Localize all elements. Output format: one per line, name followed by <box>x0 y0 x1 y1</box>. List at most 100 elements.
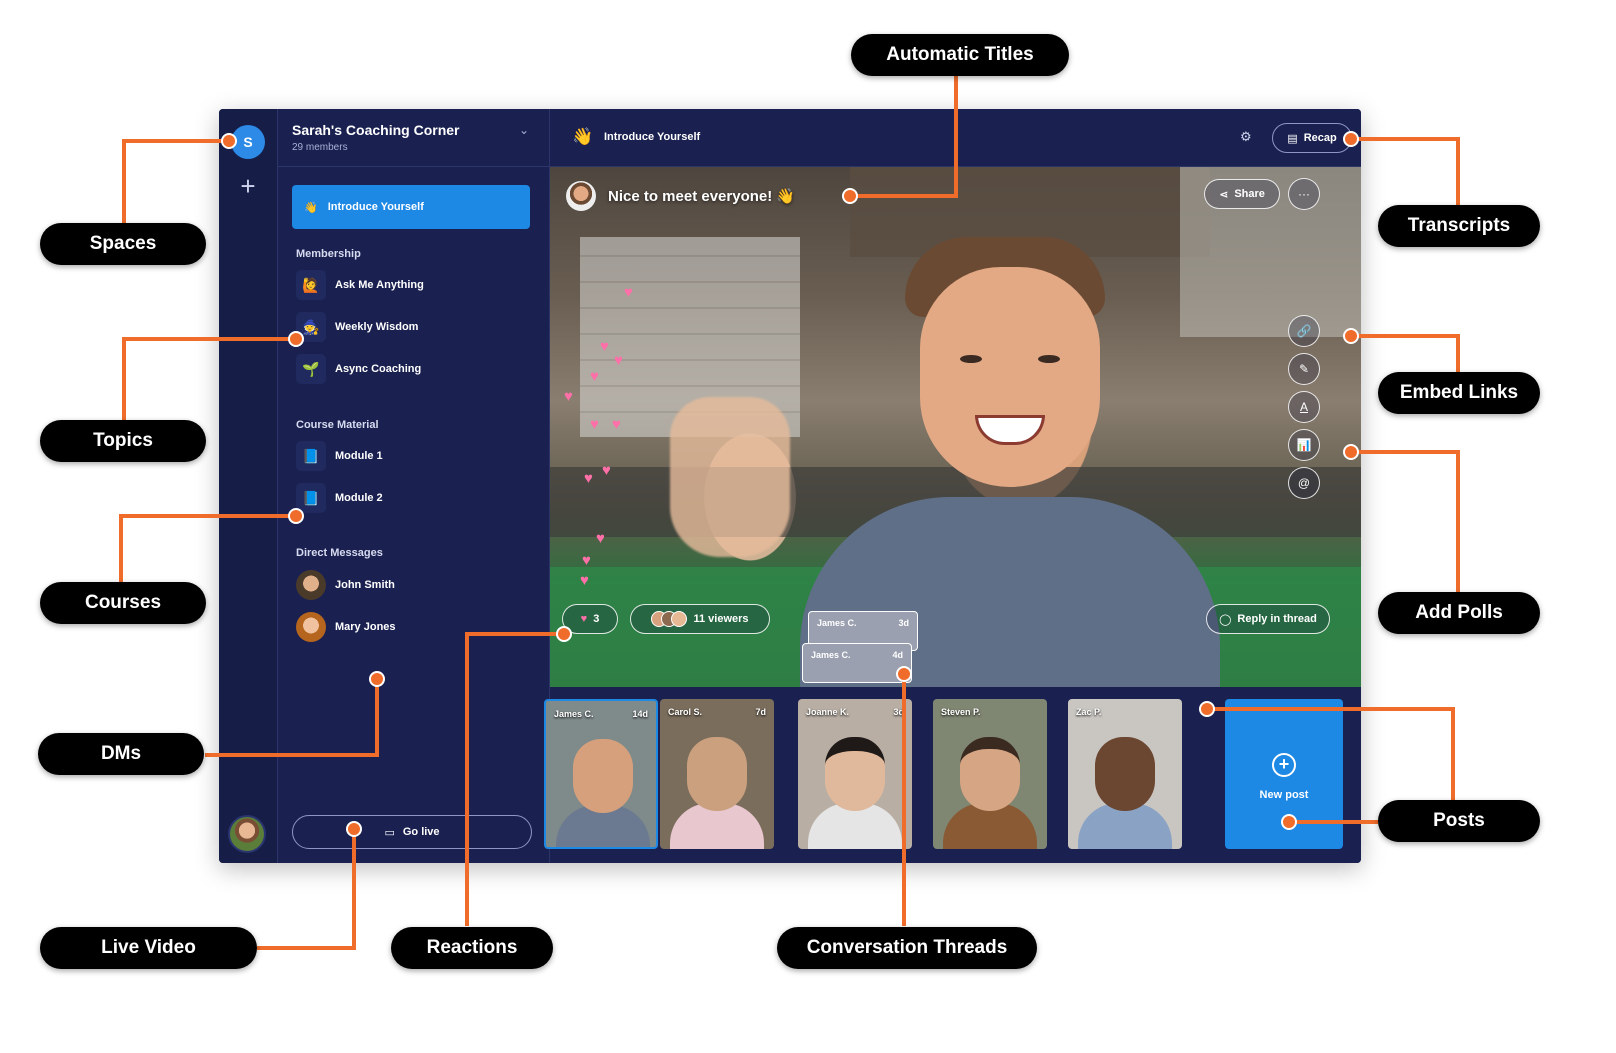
gear-icon[interactable]: ⚙ <box>1240 129 1252 144</box>
video-camera-icon: ▭ <box>384 826 395 839</box>
at-icon: @ <box>1297 476 1311 490</box>
mention-button[interactable]: @ <box>1288 467 1320 499</box>
text-icon: A <box>1299 400 1308 414</box>
highlighter-icon: ✎ <box>1298 362 1310 376</box>
thread-author: James C. <box>817 618 857 628</box>
connector-titles <box>850 76 958 198</box>
person-icon: 🙋 <box>296 270 326 300</box>
connector-live-video <box>257 829 356 950</box>
chevron-down-icon[interactable]: ⌄ <box>518 123 529 137</box>
thread-age: 3d <box>898 618 909 628</box>
callout-add-polls: Add Polls <box>1378 592 1540 634</box>
connector-embed <box>1351 334 1460 372</box>
callout-conversation-threads: Conversation Threads <box>777 927 1037 969</box>
go-live-button[interactable]: ▭ Go live <box>292 815 532 849</box>
topic-introduce-yourself[interactable]: 👋 Introduce Yourself <box>292 185 530 229</box>
avatar <box>671 611 688 627</box>
callout-topics: Topics <box>40 420 206 462</box>
more-button[interactable]: ··· <box>1288 178 1320 210</box>
dm-john-smith[interactable]: John Smith <box>296 568 536 602</box>
callout-spaces: Spaces <box>40 223 206 265</box>
speaker-face <box>920 267 1100 487</box>
avatar <box>566 181 596 211</box>
speech-bubble-icon: ◯ <box>1219 613 1232 626</box>
topic-ask-me-anything[interactable]: 🙋 Ask Me Anything <box>296 268 536 302</box>
connector-courses <box>119 514 296 582</box>
viewer-count: 11 viewers <box>693 613 749 625</box>
course-module-1[interactable]: 📘 Module 1 <box>296 439 536 473</box>
callout-dms: DMs <box>38 733 204 775</box>
eye <box>1038 355 1060 363</box>
callout-automatic-titles: Automatic Titles <box>851 34 1069 76</box>
course-label: Module 1 <box>335 450 383 462</box>
post-thumbnail[interactable]: James C. 14d <box>544 699 658 849</box>
heart-icon: ♥ <box>614 352 623 369</box>
topic-weekly-wisdom[interactable]: 🧙 Weekly Wisdom <box>296 310 536 344</box>
post-thumbnail[interactable]: Steven P. <box>933 699 1047 849</box>
caption-text: Nice to meet everyone! 👋 <box>608 188 796 205</box>
connector-transcripts <box>1351 137 1460 205</box>
reply-in-thread-button[interactable]: ◯ Reply in thread <box>1206 604 1330 634</box>
member-count: 29 members <box>292 142 348 153</box>
seedling-icon: 🌱 <box>296 354 326 384</box>
reaction-count: 3 <box>593 613 600 625</box>
dm-mary-jones[interactable]: Mary Jones <box>296 610 536 644</box>
add-space-icon[interactable]: + <box>240 171 256 201</box>
heart-icon: ♥ <box>612 416 621 433</box>
post-thumbnail[interactable]: Zac P. <box>1068 699 1182 849</box>
topic-label: Async Coaching <box>335 363 422 375</box>
wave-icon: 👋 <box>572 127 594 146</box>
topic-async-coaching[interactable]: 🌱 Async Coaching <box>296 352 536 386</box>
wave-icon: 👋 <box>304 201 318 214</box>
connector-posts-top <box>1207 707 1455 800</box>
video-player[interactable]: Nice to meet everyone! 👋 ⋖ Share ··· 🔗 ✎… <box>550 167 1361 687</box>
highlight-button[interactable]: ✎ <box>1288 353 1320 385</box>
topic-label: Introduce Yourself <box>327 201 424 213</box>
avatar <box>296 612 326 642</box>
callout-embed-links: Embed Links <box>1378 372 1540 414</box>
thumb-face <box>1095 737 1155 811</box>
course-label: Module 2 <box>335 492 383 504</box>
post-author: Zac P. <box>1076 707 1102 717</box>
space-header[interactable]: Sarah's Coaching Corner 29 members ⌄ <box>278 109 549 167</box>
video-title: Nice to meet everyone! 👋 <box>566 181 795 211</box>
post-author: Joanne K. <box>806 707 850 717</box>
embed-link-button[interactable]: 🔗 <box>1288 315 1320 347</box>
section-course-material: Course Material <box>296 419 379 431</box>
heart-icon: ♥ <box>596 530 605 547</box>
reactions-button[interactable]: ♥ 3 <box>562 604 618 634</box>
post-author: Carol S. <box>668 707 703 717</box>
connector-topics <box>122 337 296 420</box>
thread-card[interactable]: James C. 4d <box>802 643 912 683</box>
post-thumbnails: James C. 14d Carol S. 7d Joanne K. 3d <box>544 687 1361 863</box>
heart-icon: ♥ <box>582 552 591 569</box>
bar-chart-icon: 📊 <box>1296 438 1312 452</box>
post-age: 14d <box>632 709 648 719</box>
post-thumbnail[interactable]: Carol S. 7d <box>660 699 774 849</box>
text-button[interactable]: A <box>1288 391 1320 423</box>
post-thumbnail[interactable]: Joanne K. 3d <box>798 699 912 849</box>
connector-dms <box>205 679 379 757</box>
callout-courses: Courses <box>40 582 206 624</box>
thread-age: 4d <box>892 650 903 660</box>
callout-posts: Posts <box>1378 800 1540 842</box>
thumb-face <box>825 737 885 811</box>
thread-author: James C. <box>811 650 851 660</box>
topic-title: Introduce Yourself <box>604 131 701 143</box>
avatar <box>296 570 326 600</box>
waving-hand <box>670 397 790 557</box>
heart-icon: ♥ <box>602 462 611 479</box>
course-module-2[interactable]: 📘 Module 2 <box>296 481 536 515</box>
space-title: Sarah's Coaching Corner <box>292 122 460 138</box>
book-icon: 📘 <box>296 441 326 471</box>
user-avatar[interactable] <box>228 815 266 853</box>
share-button[interactable]: ⋖ Share <box>1204 179 1280 209</box>
add-poll-button[interactable]: 📊 <box>1288 429 1320 461</box>
recap-label: Recap <box>1303 132 1337 144</box>
go-live-label: Go live <box>402 826 440 838</box>
reply-label: Reply in thread <box>1237 613 1317 625</box>
viewers-button[interactable]: 11 viewers <box>630 604 770 634</box>
heart-icon: ♥ <box>590 416 599 433</box>
thumb-face <box>687 737 747 811</box>
